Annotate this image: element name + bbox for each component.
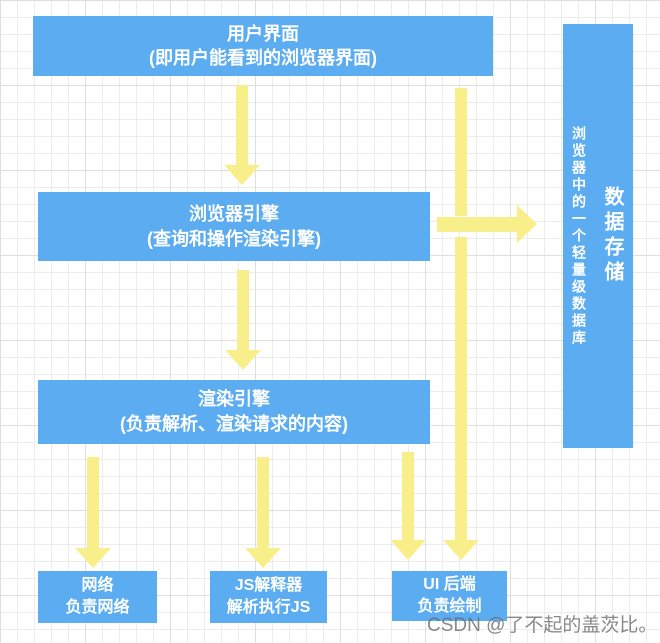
node-network-title: 网络 xyxy=(81,577,114,594)
arrow-user-to-ui-backend-upper xyxy=(455,88,467,216)
node-render-engine-subtitle: (负责解析、渲染请求的内容) xyxy=(120,414,348,434)
node-user-interface: 用户界面 (即用户能看到的浏览器界面) xyxy=(33,16,493,76)
node-browser-engine-title: 浏览器引擎 xyxy=(189,203,279,224)
node-browser-engine-subtitle: (查询和操作渲染引擎) xyxy=(147,228,321,249)
node-js-interpreter-subtitle: 解析执行JS xyxy=(226,599,311,616)
node-render-engine-title: 渲染引擎 xyxy=(198,389,270,409)
node-render-engine: 渲染引擎 (负责解析、渲染请求的内容) xyxy=(38,380,430,444)
arrow-render-engine-to-ui-backend xyxy=(402,452,414,540)
arrow-render-engine-to-network-head xyxy=(75,548,111,568)
arrow-user-to-ui-backend-head xyxy=(443,540,479,560)
arrow-user-to-ui-backend-lower xyxy=(455,237,467,540)
arrow-render-engine-to-network xyxy=(87,457,99,548)
arrow-browser-engine-to-render-engine-head xyxy=(225,350,261,370)
node-browser-engine: 浏览器引擎 (查询和操作渲染引擎) xyxy=(38,192,430,261)
node-network: 网络 负责网络 xyxy=(38,571,157,623)
node-user-interface-subtitle: (即用户能看到的浏览器界面) xyxy=(149,48,377,68)
arrow-browser-engine-to-data-storage-head xyxy=(517,205,537,243)
arrow-render-engine-to-js-interpreter-head xyxy=(245,548,281,568)
node-ui-backend-subtitle: 负责绘制 xyxy=(417,598,482,615)
node-ui-backend-title: UI 后端 xyxy=(423,576,476,593)
node-data-storage-description: 浏览器中的一个轻量级数据库 xyxy=(571,125,587,347)
node-data-storage-title: 数据存储 xyxy=(601,186,623,286)
arrow-render-engine-to-js-interpreter xyxy=(257,457,269,548)
csdn-watermark: CSDN @了不起的盖茨比。 xyxy=(427,615,658,636)
arrow-browser-engine-to-data-storage xyxy=(437,217,517,232)
node-js-interpreter: JS解释器 解析执行JS xyxy=(210,571,327,623)
node-user-interface-title: 用户界面 xyxy=(227,24,299,44)
node-ui-backend: UI 后端 负责绘制 xyxy=(392,571,507,621)
arrow-render-engine-to-ui-backend-head xyxy=(390,540,426,560)
arrow-user-to-browser-engine xyxy=(236,85,248,165)
node-data-storage: 浏览器中的一个轻量级数据库 数据存储 xyxy=(563,24,633,448)
arrow-user-to-browser-engine-head xyxy=(224,165,260,185)
node-network-subtitle: 负责网络 xyxy=(65,599,130,616)
arrow-browser-engine-to-render-engine xyxy=(237,270,249,350)
node-js-interpreter-title: JS解释器 xyxy=(234,577,303,594)
